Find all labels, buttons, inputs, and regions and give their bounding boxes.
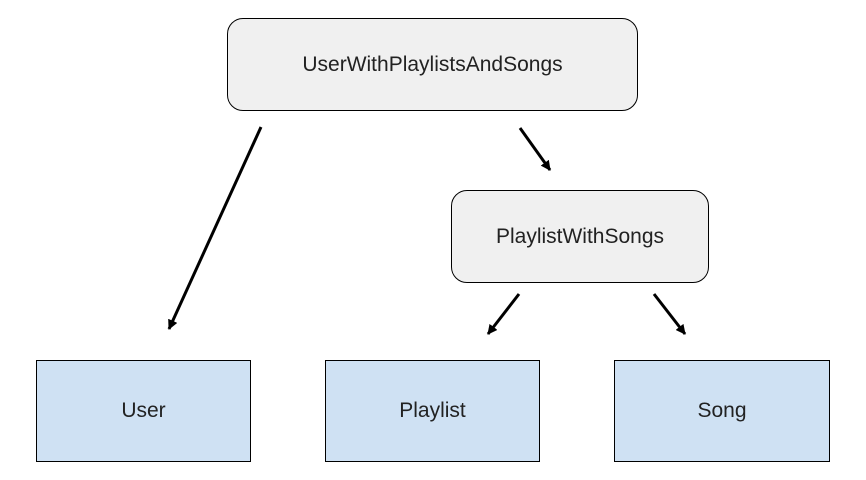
playlist-with-songs-node: PlaylistWithSongs xyxy=(451,190,709,283)
user-with-playlists-and-songs-node: UserWithPlaylistsAndSongs xyxy=(227,18,638,111)
user-node: User xyxy=(36,360,251,462)
edge-top-to-user xyxy=(167,126,263,330)
node-label: Playlist xyxy=(399,399,466,422)
node-label: User xyxy=(121,399,166,422)
song-node: Song xyxy=(614,360,830,462)
edge-mid-to-playlist xyxy=(486,293,521,335)
playlist-node: Playlist xyxy=(325,360,540,462)
node-label: UserWithPlaylistsAndSongs xyxy=(302,52,563,76)
edge-top-to-playlist-with-songs xyxy=(518,127,552,171)
node-label: PlaylistWithSongs xyxy=(495,224,665,248)
node-label: Song xyxy=(697,399,747,422)
edge-mid-to-song xyxy=(652,293,687,335)
